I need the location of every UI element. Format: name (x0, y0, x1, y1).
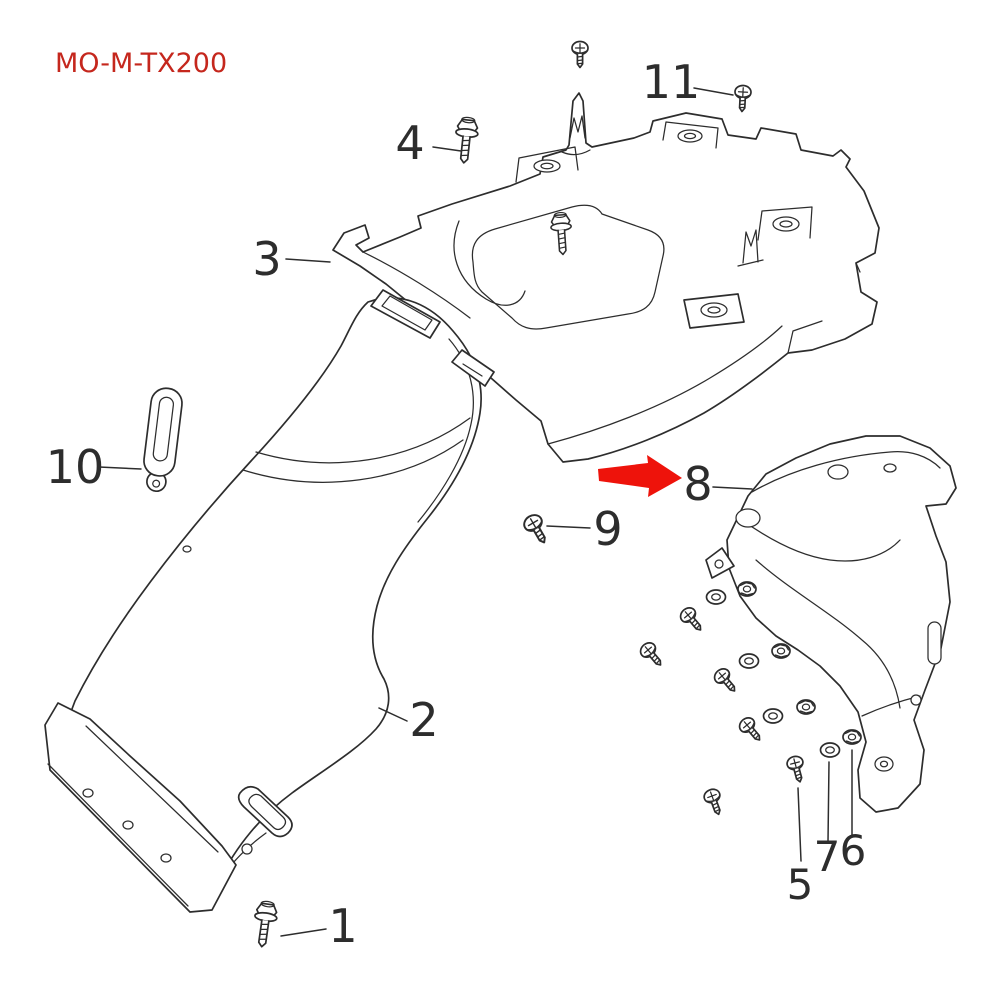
callout-8: 8 (683, 457, 712, 511)
bracket-hole-4-inner (879, 760, 889, 768)
tray-fork-2 (737, 229, 764, 267)
bolt-part1-icon (249, 899, 280, 950)
cluster-screw-1 (636, 639, 668, 671)
diagram-code: MO-M-TX200 (55, 48, 227, 79)
cluster-nut-1 (737, 581, 757, 597)
bracket-hole-3 (883, 463, 897, 473)
tray-floor-edge (547, 325, 783, 445)
tray-step-lines (787, 262, 861, 354)
callout-11: 11 (642, 55, 701, 109)
leader-5 (797, 787, 802, 862)
tray-hole-b-inner (683, 132, 697, 140)
tray-hole-c-inner (779, 220, 793, 228)
nut-part6-icon (842, 729, 862, 745)
flange-slot (248, 793, 287, 831)
tray-tab-b (662, 121, 719, 149)
callout-4: 4 (395, 116, 424, 170)
fender-body-hole (182, 545, 192, 553)
callout-7: 7 (814, 832, 841, 881)
leader-1 (280, 928, 327, 937)
fender-flange-lip (85, 725, 219, 853)
flange-hole-1 (82, 788, 94, 798)
bracket-hole-5 (910, 694, 922, 706)
bracket-inner-contour (755, 559, 901, 709)
fender-top-tab (370, 289, 441, 339)
flange-hole-3 (160, 853, 172, 863)
fender-flange (44, 702, 237, 913)
tray-outline (332, 92, 880, 463)
part-bracket (705, 435, 957, 813)
cluster-nut-3 (796, 699, 816, 715)
washer-part7-icon (819, 742, 841, 758)
fender-body (59, 297, 482, 902)
part-strap (143, 387, 183, 493)
leader-10 (98, 466, 142, 470)
part-tray (332, 92, 880, 463)
callout-9: 9 (593, 502, 622, 556)
tray-tab-c (757, 206, 813, 241)
tray-opening (471, 204, 665, 330)
leader-8 (712, 486, 753, 490)
cluster-washer-1 (705, 589, 727, 605)
leader-7 (827, 761, 830, 843)
leader-4 (432, 146, 462, 152)
screw-part11-icon (733, 84, 753, 113)
bracket-left-fold (741, 519, 901, 562)
screw-part5-icon (784, 753, 809, 785)
cluster-screw-4 (735, 714, 767, 746)
bolt-part4-icon (451, 115, 481, 165)
red-arrow-icon (598, 455, 682, 497)
strap-slot (152, 396, 175, 462)
fender-top-tab-slot (381, 295, 433, 331)
leader-2 (378, 707, 408, 722)
tray-inner-wall (362, 251, 471, 319)
cluster-washer-2 (738, 653, 760, 669)
bracket-hole-2 (827, 464, 849, 480)
screw-part9-icon (520, 510, 554, 548)
fender-flange-edge (47, 763, 189, 907)
cluster-screw-3 (710, 665, 742, 697)
flange-hole-2 (122, 820, 134, 830)
fender-stripe-1 (255, 417, 471, 464)
tray-tab-a (515, 146, 579, 183)
part-fender (44, 289, 495, 913)
leader-9 (546, 525, 591, 529)
callout-3: 3 (252, 232, 281, 286)
tray-hole-d-inner (707, 306, 721, 314)
callout-1: 1 (328, 899, 357, 953)
fender-side-tab-slot (462, 363, 483, 377)
bracket-foot-hole (714, 559, 724, 569)
tray-hole-a-inner (540, 162, 554, 170)
flange-slot-bracket (237, 785, 293, 838)
cluster-washer-3 (762, 708, 784, 724)
fender-side-tab (451, 349, 495, 387)
leader-lines (98, 87, 853, 937)
cluster-screw-5 (701, 786, 728, 818)
callout-10: 10 (46, 440, 105, 494)
callout-6: 6 (840, 826, 867, 875)
flange-hole-4 (241, 843, 253, 855)
bracket-hole-1 (735, 508, 761, 528)
cluster-screw-2 (676, 604, 708, 636)
callout-2: 2 (409, 693, 438, 747)
leader-11 (693, 87, 734, 96)
cluster-nut-2 (771, 643, 791, 659)
strap-tab-hole (152, 479, 161, 488)
screw-top-icon (571, 40, 589, 69)
tray-pocket (453, 220, 526, 306)
bracket-slot (927, 621, 942, 665)
callout-5: 5 (787, 860, 814, 909)
fender-stripe-2 (242, 439, 464, 483)
bracket-top-rim (751, 450, 941, 493)
callouts: 4 11 3 10 9 8 2 1 5 7 6 (46, 55, 867, 953)
leader-3 (285, 258, 331, 263)
